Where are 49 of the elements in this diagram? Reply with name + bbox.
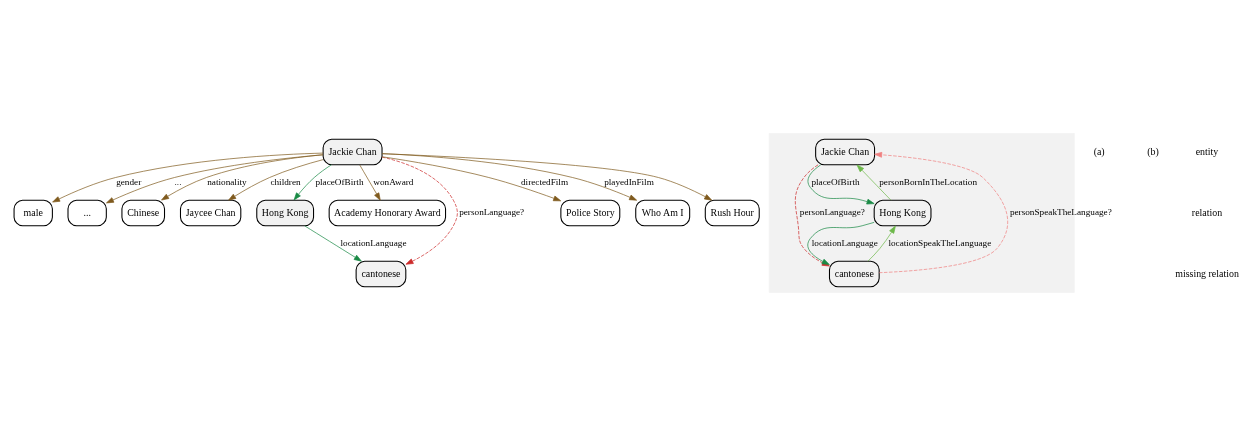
arrow	[867, 225, 896, 262]
node-box: Jackie Chan	[815, 138, 876, 165]
arrow	[304, 225, 362, 261]
node-box: Academy Honorary Award	[328, 199, 447, 226]
arrow	[381, 152, 713, 200]
edge-label: personSpeakTheLanguage?	[1009, 206, 1112, 217]
edge-label: wonAward	[373, 176, 414, 187]
edge-label: personBornInTheLocation	[879, 176, 978, 187]
edge-label: playedInFilm	[604, 176, 654, 187]
edge-label: ...	[174, 176, 182, 187]
edge-label: locationLanguage	[340, 237, 407, 248]
edge-label: directedFilm	[520, 176, 569, 187]
arrow	[228, 158, 324, 200]
edge-label: gender	[116, 176, 142, 187]
node-box: Rush Hour	[704, 199, 760, 226]
node-box: Chinese	[121, 199, 166, 226]
edge-label: personLanguage?	[459, 206, 525, 217]
node-box: male	[13, 199, 53, 226]
legend-label: relation	[1191, 206, 1223, 218]
node-box: Jaycee Chan	[179, 199, 242, 226]
edge-label: children	[270, 176, 301, 187]
label: (b)	[1147, 145, 1159, 157]
arrow	[856, 164, 892, 200]
node-box: Hong Kong	[256, 199, 315, 226]
edge-label: nationality	[207, 176, 247, 187]
node-box: Hong Kong	[873, 199, 932, 226]
arrow	[381, 155, 562, 201]
arrow	[807, 164, 875, 204]
edge-label: placeOfBirth	[315, 176, 364, 187]
label: (a)	[1093, 145, 1105, 157]
edge-label: locationLanguage	[811, 237, 878, 248]
edge-label: locationSpeakTheLanguage	[888, 237, 992, 248]
arrow	[359, 164, 381, 200]
node-box: cantonese	[828, 260, 880, 287]
arrow	[161, 153, 324, 200]
arrow	[293, 163, 332, 200]
node-box: ...	[67, 199, 107, 226]
edge-label: placeOfBirth	[811, 176, 860, 187]
arrow	[381, 156, 458, 265]
legend-label: entity	[1195, 145, 1219, 157]
node-box: Jackie Chan	[322, 138, 383, 165]
node-box: Who Am I	[635, 199, 691, 226]
arrow	[52, 152, 324, 202]
arrow	[106, 153, 324, 203]
legend-label: missing relation	[1175, 267, 1239, 279]
node-box: cantonese	[355, 260, 407, 287]
arrow	[381, 152, 637, 201]
node-box: Police Story	[560, 199, 621, 226]
edge-label: personLanguage?	[799, 206, 865, 217]
